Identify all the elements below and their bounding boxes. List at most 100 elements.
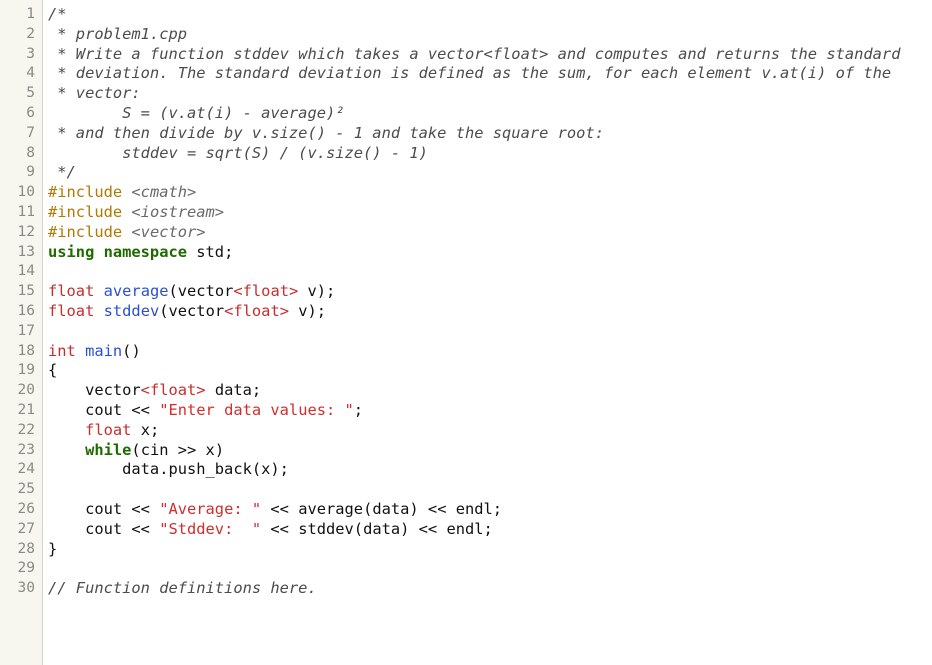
code-token-str: "Enter data values: ": [159, 400, 354, 419]
line-number: 21: [17, 401, 35, 418]
code-line[interactable]: 17: [0, 322, 932, 342]
code-token-comment: * and then divide by v.size() - 1 and ta…: [48, 123, 604, 142]
code-line[interactable]: 16 float stddev(vector<float> v);: [0, 302, 932, 322]
line-code: * deviation. The standard deviation is d…: [48, 64, 891, 84]
line-number: 25: [17, 481, 35, 498]
line-code: float x;: [48, 421, 159, 441]
line-code: * vector:: [48, 84, 141, 104]
code-line[interactable]: 7 * and then divide by v.size() - 1 and …: [0, 124, 932, 144]
code-line[interactable]: 10 #include <cmath>: [0, 183, 932, 203]
code-token-plain: [48, 441, 85, 459]
line-number: 22: [17, 421, 35, 438]
code-token-pre: #include: [48, 202, 132, 221]
code-token-plain: ;: [353, 400, 364, 419]
code-token-plain: data.push_back(x);: [48, 460, 289, 479]
code-line[interactable]: 23 while(cin >> x): [0, 441, 932, 461]
code-token-fn: main: [85, 341, 123, 360]
line-code: * and then divide by v.size() - 1 and ta…: [48, 124, 604, 144]
code-line[interactable]: 14: [0, 262, 932, 282]
line-number: 12: [17, 223, 35, 240]
line-code: int main(): [48, 342, 141, 362]
line-number: 26: [17, 500, 35, 517]
line-code: #include <cmath>: [48, 183, 196, 203]
code-token-type: <float>: [233, 282, 299, 301]
code-token-plain: x;: [131, 420, 160, 439]
code-token-kw: using namespace: [48, 242, 187, 261]
code-line[interactable]: 4 * deviation. The standard deviation is…: [0, 64, 932, 84]
code-line[interactable]: 3 * Write a function stddev which takes …: [0, 45, 932, 65]
code-token-comment: * vector:: [48, 84, 141, 103]
code-token-plain: v);: [288, 301, 327, 320]
code-token-fn: stddev: [103, 301, 160, 320]
code-line[interactable]: 24 data.push_back(x);: [0, 460, 932, 480]
code-line[interactable]: 21 cout << "Enter data values: ";: [0, 401, 932, 421]
line-number: 8: [26, 144, 35, 161]
code-line[interactable]: 30// Function definitions here.: [0, 579, 932, 599]
line-number: 4: [26, 65, 35, 82]
line-number-gutter: [0, 0, 43, 665]
code-token-comment: * Write a function stddev which takes a …: [48, 44, 901, 63]
code-token-comment: stddev = sqrt(S) / (v.size() - 1): [48, 143, 428, 162]
code-token-plain: vector: [48, 381, 141, 400]
line-number: 28: [17, 540, 35, 557]
code-line[interactable]: 29: [0, 559, 932, 579]
code-token-comment: /*: [48, 5, 67, 23]
code-line[interactable]: 9 */: [0, 163, 932, 183]
code-token-plain: [48, 421, 85, 439]
code-line[interactable]: 28}: [0, 540, 932, 560]
code-token-comment: * deviation. The standard deviation is d…: [48, 64, 892, 83]
code-token-type: float: [85, 420, 132, 439]
code-token-type: float: [48, 282, 95, 301]
code-line[interactable]: 25: [0, 480, 932, 500]
code-token-plain: v);: [298, 282, 336, 301]
line-number: 3: [26, 45, 35, 62]
line-code: vector<float> data;: [48, 381, 261, 401]
code-line[interactable]: 11#include <iostream>: [0, 203, 932, 223]
code-token-str: "Average: ": [159, 499, 262, 518]
code-line[interactable]: 2 * problem1.cpp: [0, 25, 932, 45]
line-number: 17: [17, 322, 35, 339]
code-token-comment: S = (v.at(i) - average)²: [48, 103, 345, 122]
code-token-type: <float>: [140, 381, 206, 400]
code-line[interactable]: 8 stddev = sqrt(S) / (v.size() - 1): [0, 144, 932, 164]
line-code: float stddev(vector<float> v);: [48, 302, 326, 322]
code-token-plain: [76, 342, 85, 360]
line-number: 29: [17, 560, 35, 577]
line-code: * Write a function stddev which takes a …: [48, 45, 900, 65]
code-line[interactable]: 22 float x;: [0, 421, 932, 441]
line-number: 9: [26, 164, 35, 181]
code-line[interactable]: 12 #include <vector>: [0, 223, 932, 243]
code-token-comment: * problem1.cpp: [48, 24, 187, 43]
code-line[interactable]: 5 * vector:: [0, 84, 932, 104]
code-line[interactable]: 19{: [0, 361, 932, 381]
code-token-plain: [94, 302, 103, 320]
line-number: 10: [17, 184, 35, 201]
line-code: /*: [48, 5, 67, 25]
line-number: 16: [17, 302, 35, 319]
code-line[interactable]: 27 cout << "Stddev: " << stddev(data) <<…: [0, 520, 932, 540]
code-token-plain: std;: [187, 242, 234, 261]
code-line[interactable]: 6 S = (v.at(i) - average)²: [0, 104, 932, 124]
line-code: stddev = sqrt(S) / (v.size() - 1): [48, 144, 428, 164]
code-token-plain: {: [48, 361, 58, 380]
line-number: 24: [17, 461, 35, 478]
line-code: #include <vector>: [48, 223, 206, 243]
code-token-plain: (): [122, 341, 141, 360]
code-line[interactable]: 26 cout << "Average: " << average(data) …: [0, 500, 932, 520]
line-code: */: [48, 163, 76, 183]
code-line[interactable]: 20 vector<float> data;: [0, 381, 932, 401]
code-token-inc: <iostream>: [131, 202, 225, 221]
code-token-plain: (cin >> x): [131, 440, 225, 459]
line-number: 15: [17, 283, 35, 300]
line-number: 14: [17, 263, 35, 280]
line-code: cout << "Stddev: " << stddev(data) << en…: [48, 520, 493, 540]
line-number: 2: [26, 25, 35, 42]
line-number: 30: [17, 580, 35, 597]
code-token-inc: <vector>: [131, 222, 206, 241]
code-line[interactable]: 1/*: [0, 5, 932, 25]
